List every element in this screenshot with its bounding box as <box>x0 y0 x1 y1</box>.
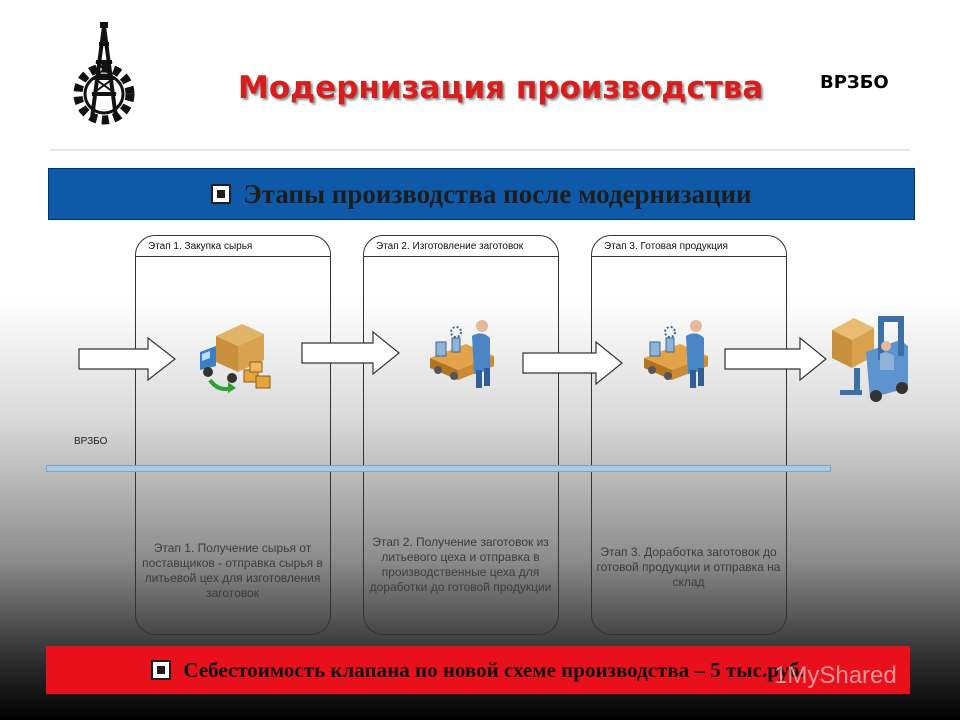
watermark: 1MyShared <box>774 662 897 689</box>
assembly-line-worker-icon <box>644 320 708 388</box>
header-divider <box>50 149 910 151</box>
flow-arrow-3 <box>522 340 623 386</box>
stage-3-description: Этап 3. Доработка заготовок до готовой п… <box>596 545 781 589</box>
stage-lane-3: Этап 3. Готовая продукция <box>591 235 787 635</box>
cost-banner-text: Себестоимость клапана по новой схеме про… <box>183 657 805 682</box>
page-title: Модернизация производства <box>238 70 764 106</box>
flow-arrow-4 <box>724 336 827 382</box>
stage-header: Этап 3. Готовая продукция <box>592 236 786 257</box>
bullet-icon <box>211 184 232 204</box>
oil-derrick-gear-icon <box>73 22 135 125</box>
lane-separator <box>46 465 831 472</box>
org-name: ВРЗБО <box>820 72 889 93</box>
flow-arrow-1 <box>78 336 176 382</box>
stage-lane-1: Этап 1. Закупка сырья <box>135 235 331 635</box>
delivery-truck-icon <box>200 324 271 393</box>
stage-header: Этап 2. Изготовление заготовок <box>364 236 558 257</box>
stage-header: Этап 1. Закупка сырья <box>136 236 330 257</box>
lane-label: ВРЗБО <box>74 436 108 447</box>
company-logo <box>66 22 142 128</box>
stages-banner-text: Этапы производства после модернизации <box>243 178 752 209</box>
stages-banner: Этапы производства после модернизации <box>48 168 915 220</box>
stage-lane-2: Этап 2. Изготовление заготовок <box>363 235 559 635</box>
bullet-icon <box>151 660 172 680</box>
assembly-line-worker-icon <box>430 320 494 388</box>
stage-1-description: Этап 1. Получение сырья от поставщиков -… <box>142 541 323 600</box>
stage-2-description: Этап 2. Получение заготовок из литьевого… <box>369 535 552 594</box>
cost-banner: Себестоимость клапана по новой схеме про… <box>46 646 910 694</box>
forklift-icon <box>832 316 908 402</box>
flow-arrow-2 <box>301 330 400 376</box>
